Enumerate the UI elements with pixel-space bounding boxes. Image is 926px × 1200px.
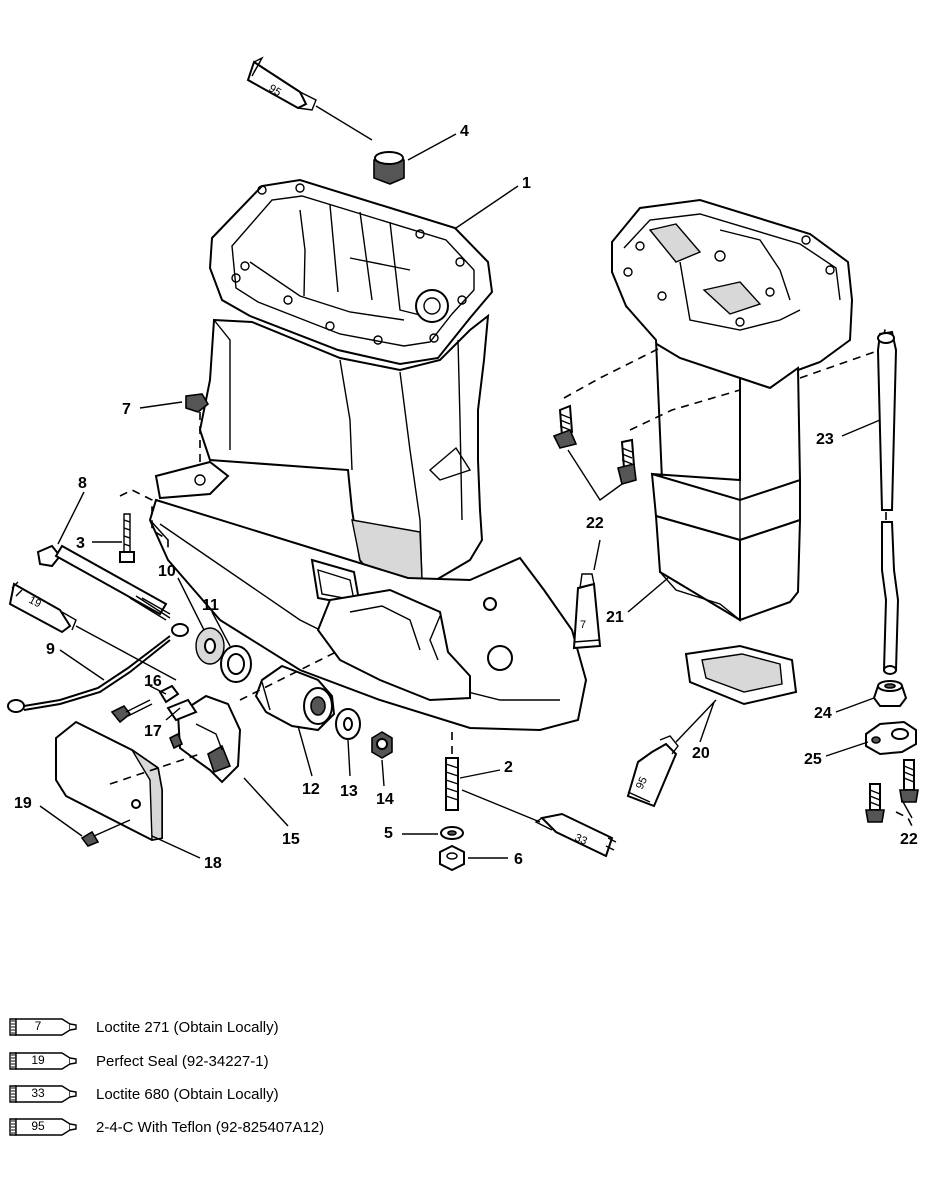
sealant-tube-33: 33 (534, 812, 617, 858)
tube-label-19: 19 (27, 594, 43, 610)
tube-label-7: 7 (580, 619, 586, 631)
bracket-15 (168, 694, 242, 784)
legend-row-95: 95 2-4-C With Teflon (92-825407A12) (8, 1112, 324, 1142)
sealant-tube-7: 7 (572, 573, 602, 650)
ground-cable-9 (7, 623, 189, 713)
plug-4 (373, 151, 405, 185)
nut-14 (371, 731, 393, 759)
bolt-3 (119, 489, 169, 563)
plate-25 (865, 720, 917, 756)
callout-3: 3 (76, 535, 85, 552)
dash-guide-21-left (563, 347, 661, 399)
screw-16 (110, 684, 180, 724)
legend-text: Loctite 271 (Obtain Locally) (96, 1018, 279, 1036)
legend-code: 7 (34, 1019, 42, 1033)
washer-5 (440, 826, 464, 840)
callout-22-upper: 22 (586, 515, 604, 532)
leader-tube19 (75, 625, 177, 681)
cover-18 (55, 720, 163, 842)
leader-seal-to-tube95 (675, 699, 717, 743)
tube-label-33: 33 (573, 832, 589, 848)
dash-cover-to-bracket (109, 753, 201, 785)
tube-icon: 19 (8, 1050, 78, 1072)
leader-tube-to-plug (315, 105, 373, 141)
callout-8: 8 (78, 475, 87, 492)
bolt-8 (36, 544, 171, 621)
sealant-tube-95-bottom: 95 (626, 735, 679, 808)
driveshaft-housing (148, 178, 588, 732)
washer-10 (195, 627, 225, 665)
leader-22-to-tube7 (593, 539, 601, 571)
callout-22-lower: 22 (900, 831, 918, 848)
legend-text: Loctite 680 (Obtain Locally) (96, 1085, 279, 1103)
callout-19: 19 (14, 795, 32, 812)
legend-text: 2-4-C With Teflon (92-825407A12) (96, 1118, 325, 1136)
legend-text: Perfect Seal (92-34227-1) (96, 1052, 269, 1070)
legend-row-33: 33 Loctite 680 (Obtain Locally) (8, 1079, 279, 1109)
legend-code: 33 (31, 1086, 45, 1100)
callout-9: 9 (46, 641, 55, 658)
dash-guide-21-mid (629, 389, 741, 431)
dash-22-lower (895, 811, 913, 827)
legend-code: 95 (31, 1119, 45, 1133)
callout-2: 2 (504, 759, 513, 776)
callout-20: 20 (692, 745, 710, 762)
screws-22-lower (865, 759, 919, 823)
legend-row-19: 19 Perfect Seal (92-34227-1) (8, 1046, 269, 1076)
callout-13: 13 (340, 783, 358, 800)
leader-lines (39, 133, 913, 859)
exhaust-tube-21 (611, 198, 854, 622)
callout-numbers: 4 1 7 8 3 10 11 9 16 17 12 13 14 15 19 1… (14, 123, 918, 872)
callout-18: 18 (204, 855, 222, 872)
callout-24: 24 (814, 705, 832, 722)
washer-11 (220, 645, 252, 683)
washer-13 (335, 708, 361, 740)
water-tube-23 (876, 330, 900, 675)
callout-12: 12 (302, 781, 320, 798)
leader-22-v (567, 449, 623, 502)
screws-22-upper (552, 404, 637, 485)
callout-14: 14 (376, 791, 394, 808)
sealant-tube-95-top: 95 (246, 56, 317, 111)
seal-20 (684, 644, 798, 706)
screw-17 (166, 698, 198, 722)
stud-2 (445, 732, 459, 811)
sealant-tube-19: 19 (8, 581, 77, 634)
legend-row-7: 7 Loctite 271 (Obtain Locally) (8, 1012, 279, 1042)
screw-19 (80, 819, 131, 847)
callout-4: 4 (460, 123, 469, 140)
callout-6: 6 (514, 851, 523, 868)
plug-7 (185, 393, 210, 468)
dash-bracket-to-housing (239, 649, 341, 701)
callout-10: 10 (158, 563, 176, 580)
callout-11: 11 (202, 597, 219, 614)
callout-15: 15 (282, 831, 300, 848)
callout-5: 5 (384, 825, 393, 842)
callout-1: 1 (522, 175, 531, 192)
tube-icon: 33 (8, 1083, 78, 1105)
tube-label-95-top: 95 (266, 82, 283, 99)
callout-7: 7 (122, 401, 131, 418)
callout-17: 17 (144, 723, 162, 740)
callout-25: 25 (804, 751, 822, 768)
legend-code: 19 (31, 1053, 45, 1067)
callout-21: 21 (606, 609, 624, 626)
callout-16: 16 (144, 673, 162, 690)
nut-6 (439, 844, 465, 872)
tube-icon: 7 (8, 1016, 78, 1038)
grommet-24 (872, 680, 908, 707)
mount-12 (254, 664, 336, 732)
tube-icon: 95 (8, 1116, 78, 1138)
leader-stud-to-tube33 (461, 789, 541, 823)
callout-23: 23 (816, 431, 834, 448)
tube-label-95-bottom: 95 (634, 775, 650, 791)
